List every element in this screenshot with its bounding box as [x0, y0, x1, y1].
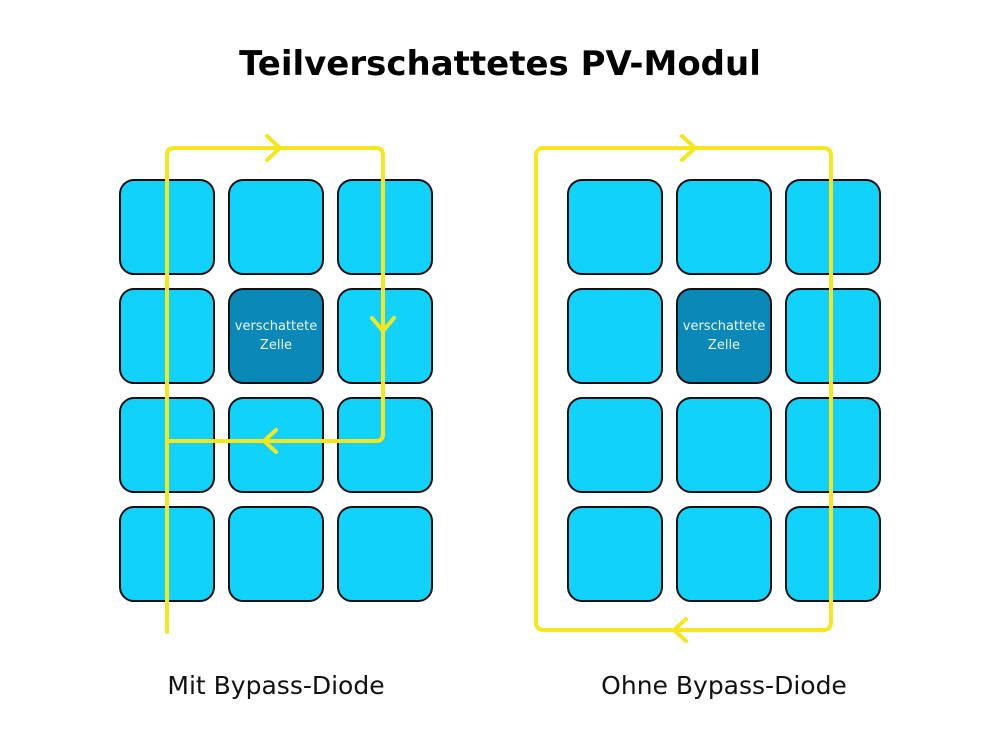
shaded-cell-label: verschattete	[235, 319, 317, 334]
arrow-left-icon	[262, 428, 278, 454]
solar-cell	[676, 397, 772, 493]
shaded-cell-label: verschattete	[683, 319, 765, 334]
solar-cell	[676, 179, 772, 275]
shaded-cell-label: Zelle	[708, 338, 740, 353]
bypass-current-line	[165, 146, 385, 634]
solar-cell	[567, 179, 663, 275]
shaded-solar-cell	[676, 288, 772, 384]
diagram-title: Teilverschattetes PV-Modul	[239, 44, 761, 84]
solar-cell	[337, 506, 433, 602]
solar-cell	[676, 506, 772, 602]
label-with-bypass-diode: Mit Bypass-Diode	[167, 671, 385, 700]
arrow-left-icon	[672, 617, 688, 643]
series-current-loop	[534, 146, 833, 632]
arrow-down-icon	[370, 316, 396, 333]
solar-cell	[567, 506, 663, 602]
shaded-cell-label: Zelle	[260, 338, 292, 353]
arrow-right-icon	[680, 134, 697, 162]
solar-cell	[228, 179, 324, 275]
solar-cell	[567, 288, 663, 384]
current-path-with-bypass	[165, 134, 396, 634]
arrow-right-icon	[265, 134, 282, 162]
solar-cell	[567, 397, 663, 493]
current-path-without-bypass	[534, 134, 833, 643]
shaded-solar-cell	[228, 288, 324, 384]
solar-cell	[228, 506, 324, 602]
solar-cell	[228, 397, 324, 493]
label-without-bypass-diode: Ohne Bypass-Diode	[601, 671, 847, 700]
